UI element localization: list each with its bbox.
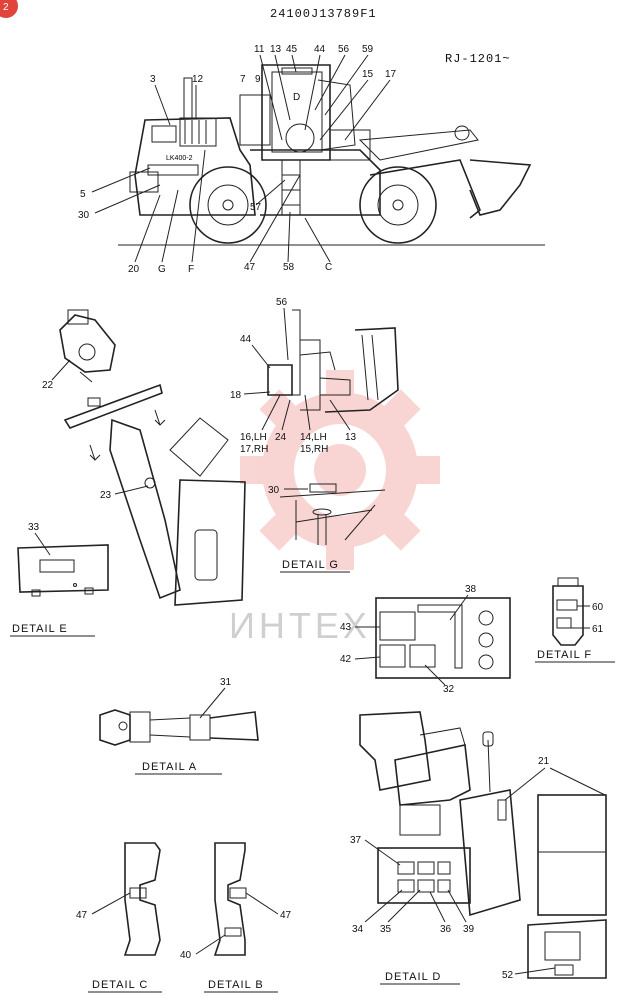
detail-c: 47 DETAIL C xyxy=(76,842,162,993)
machine-leader-lines xyxy=(91,54,391,263)
detail-b-title: DETAIL B xyxy=(208,979,264,991)
detail-e-title: DETAIL E xyxy=(12,623,68,635)
callout-21: 21 xyxy=(538,756,550,767)
detail-g-title: DETAIL G xyxy=(282,559,339,571)
callout-17-rh: 17,RH xyxy=(240,444,268,455)
callout-15-rh: 15,RH xyxy=(300,444,328,455)
detail-a: 31 DETAIL A xyxy=(99,677,259,775)
callout-43: 43 xyxy=(340,622,352,633)
detail-b: 47 40 DETAIL B xyxy=(180,842,292,993)
model-plate: LK400-2 xyxy=(166,155,193,162)
callout-3: 3 xyxy=(150,74,156,85)
machine-callouts: 3 12 5 30 20 G F 11 13 45 44 56 59 7 9 D… xyxy=(78,44,397,275)
callout-38: 38 xyxy=(465,584,477,595)
callout-18: 18 xyxy=(230,390,242,401)
detail-f-title: DETAIL F xyxy=(537,649,592,661)
callout-D: D xyxy=(293,92,300,103)
callout-31: 31 xyxy=(220,677,232,688)
callout-34: 34 xyxy=(352,924,364,935)
callout-58: 58 xyxy=(283,262,295,273)
callout-9: 9 xyxy=(255,74,261,85)
callout-57: 57 xyxy=(250,202,262,213)
callout-47: 47 xyxy=(280,910,292,921)
callout-23: 23 xyxy=(100,490,112,501)
callout-C: C xyxy=(325,262,332,273)
detail-f: 60 61 DETAIL F xyxy=(535,577,615,663)
callout-12: 12 xyxy=(192,74,204,85)
detail-g: 30 DETAIL G xyxy=(268,483,386,573)
callout-37: 37 xyxy=(350,835,362,846)
detail-a-title: DETAIL A xyxy=(142,761,197,773)
detail-d-title: DETAIL D xyxy=(385,971,441,983)
callout-59: 59 xyxy=(362,44,374,55)
callout-42: 42 xyxy=(340,654,352,665)
callout-36: 36 xyxy=(440,924,452,935)
callout-7: 7 xyxy=(240,74,246,85)
detail-d: 21 37 34 35 36 39 52 DETAIL D xyxy=(350,711,607,985)
callout-40: 40 xyxy=(180,950,192,961)
page-badge: 2 xyxy=(0,0,18,18)
callout-30: 30 xyxy=(268,485,280,496)
steering-assembly xyxy=(59,309,246,606)
callout-60: 60 xyxy=(592,602,604,613)
serial-range: RJ-1201~ xyxy=(445,52,511,66)
machine-side-view: LK400-2 xyxy=(118,64,545,246)
callout-30: 30 xyxy=(78,210,90,221)
cab-callouts: 56 44 18 16,LH 17,RH 24 14,LH 15,RH 13 xyxy=(230,297,357,455)
part-number: 24100J13789F1 xyxy=(270,7,377,21)
callout-35: 35 xyxy=(380,924,392,935)
callout-32: 32 xyxy=(443,684,455,695)
callout-47: 47 xyxy=(244,262,256,273)
callout-20: 20 xyxy=(128,264,140,275)
callout-52: 52 xyxy=(502,970,514,981)
callout-13: 13 xyxy=(345,432,357,443)
callout-61: 61 xyxy=(592,624,604,635)
callout-5: 5 xyxy=(80,189,86,200)
callout-39: 39 xyxy=(463,924,475,935)
callout-15: 15 xyxy=(362,69,374,80)
callout-47: 47 xyxy=(76,910,88,921)
cab-view xyxy=(267,309,399,413)
callout-22: 22 xyxy=(42,380,54,391)
callout-56: 56 xyxy=(276,297,288,308)
callout-44: 44 xyxy=(314,44,326,55)
callout-16-lh: 16,LH xyxy=(240,432,267,443)
svg-text:2: 2 xyxy=(3,2,9,13)
detail-c-title: DETAIL C xyxy=(92,979,148,991)
callout-56: 56 xyxy=(338,44,350,55)
callout-11: 11 xyxy=(254,44,265,55)
detail-e: 33 DETAIL E xyxy=(10,522,109,637)
callout-F: F xyxy=(188,264,194,275)
callout-G: G xyxy=(158,264,166,275)
callout-14-lh: 14,LH xyxy=(300,432,327,443)
callout-13: 13 xyxy=(270,44,282,55)
callout-17: 17 xyxy=(385,69,397,80)
callout-45: 45 xyxy=(286,44,298,55)
callout-33: 33 xyxy=(28,522,40,533)
control-panel-detail: 38 43 42 32 xyxy=(340,584,511,695)
watermark-text: ИНТЕХ xyxy=(229,605,371,646)
callout-24: 24 xyxy=(275,432,287,443)
callout-44: 44 xyxy=(240,334,252,345)
